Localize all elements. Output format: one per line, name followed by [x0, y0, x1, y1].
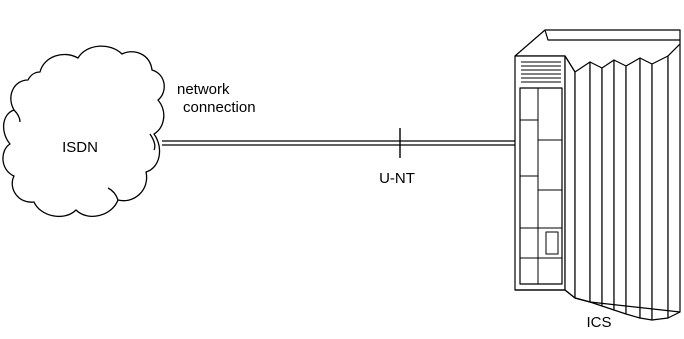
connection-label-line1: network	[177, 81, 230, 98]
ics-cabinet	[514, 29, 681, 321]
isdn-cloud	[2, 45, 165, 218]
unt-label: U-NT	[379, 170, 415, 187]
network-connection-line	[162, 140, 526, 146]
isdn-label: ISDN	[62, 139, 98, 156]
connection-label-line2: connection	[183, 99, 256, 116]
ics-label: ICS	[586, 314, 611, 331]
